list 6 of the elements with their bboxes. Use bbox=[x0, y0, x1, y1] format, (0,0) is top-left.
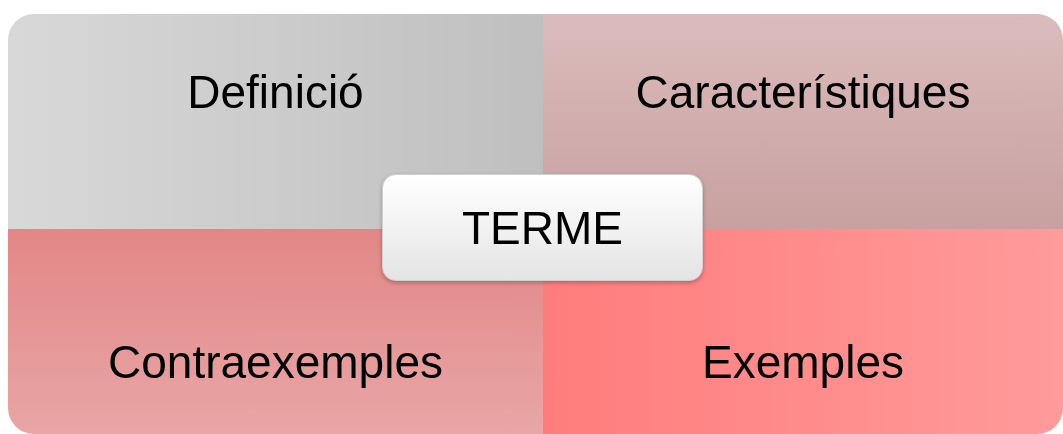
node-label: Característiques bbox=[635, 64, 971, 119]
node-label: Contraexemples bbox=[108, 334, 443, 389]
node-label: Definició bbox=[187, 64, 364, 119]
node-label: TERME bbox=[462, 200, 623, 255]
term-box bbox=[382, 174, 703, 281]
node-label: Exemples bbox=[702, 334, 904, 389]
